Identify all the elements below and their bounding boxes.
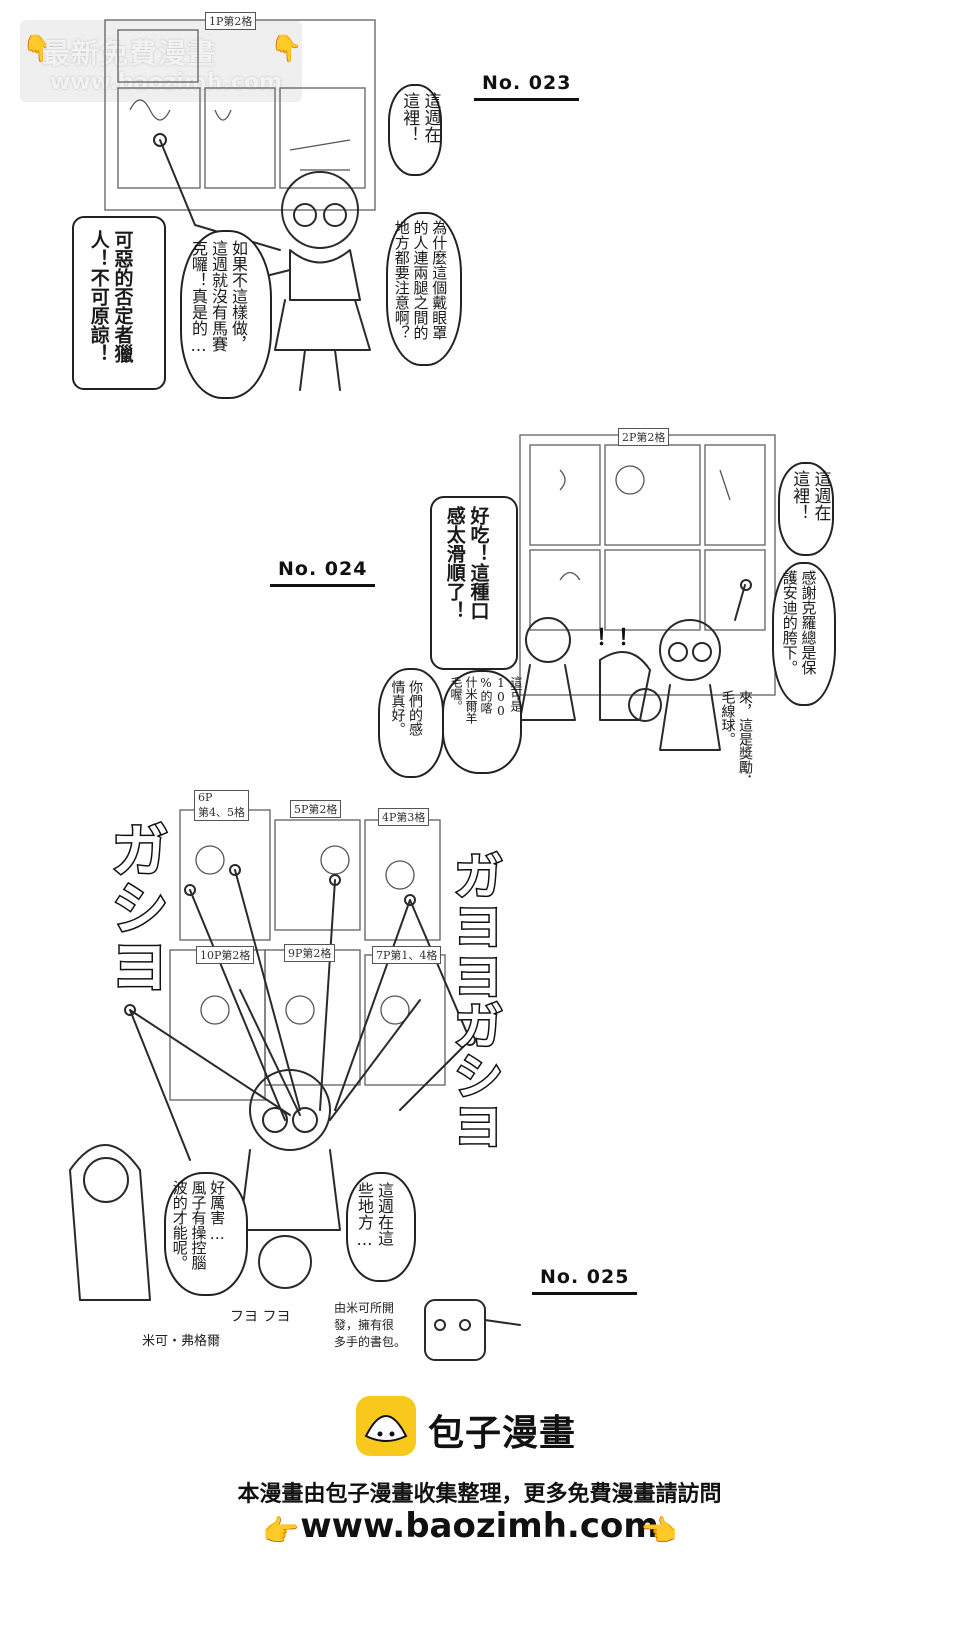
speech-text-ep025-2: 這週在這 些地方…	[355, 1182, 394, 1249]
panel-tag-ep023: 1P第2格	[205, 12, 257, 30]
speech-bubble-ep023-2	[386, 212, 462, 366]
ep025-characters-sketch	[69, 1069, 521, 1361]
ep023-storyboard-sketch	[104, 19, 376, 251]
speech-bubble-ep025-1	[164, 1172, 248, 1296]
ep024-storyboard-sketch	[519, 434, 776, 696]
footer-note: 本漫畫由包子漫畫收集整理，更多免費漫畫請訪問	[237, 1482, 722, 1507]
speech-bubble-ep024-5	[442, 670, 522, 774]
episode-label-023: No. 023	[474, 72, 580, 101]
panel-tag-6p: 6P 第4、5格	[194, 790, 249, 821]
speech-bubble-ep025-2	[346, 1172, 416, 1282]
speech-text-ep023-2: 為什麼這個戴眼罩 的人連兩腿之間的 地方都要注意啊？	[392, 220, 449, 340]
watermark-title: 最新免費漫畫	[42, 37, 217, 70]
ep023-character-sketch	[269, 171, 371, 391]
sound-effect-right: ガヨヨガシヨ	[444, 849, 505, 1152]
bun-face-logo-icon	[356, 1396, 416, 1456]
panel-tag-4p: 4P第3格	[378, 808, 430, 826]
panel-tag-7p: 7P第1、4格	[372, 946, 442, 964]
speech-bubble-ep023-3	[180, 230, 272, 399]
bag-caption: 由米可所開 發，擁有很 多手的書包。	[334, 1301, 407, 1349]
pointing-left-hand-icon: 👈	[640, 1514, 678, 1549]
speech-bubble-ep023-4	[72, 216, 166, 390]
exclamation-mark: ！！	[596, 625, 641, 651]
pointing-down-hand-icon: 👇	[22, 34, 55, 64]
speech-text-ep025-1: 好厲害… 風子有操控腦 波的才能呢。	[170, 1180, 227, 1270]
speech-bubble-ep024-4	[430, 496, 518, 670]
episode-label-024: No. 024	[270, 558, 376, 587]
speech-bubble-ep024-1	[778, 462, 834, 556]
speech-text-ep023-3: 如果不這樣做， 這週就沒有馬賽 克囉！真是的…	[189, 240, 248, 355]
speech-text-ep024-5: 這可是 100 %的喀 什米爾羊 毛喔。	[449, 676, 523, 724]
speech-text-ep023-1: 這週在 這裡！	[399, 92, 441, 143]
speech-bubble-ep023-1	[388, 84, 442, 176]
speech-text-ep024-3: 來，這是獎勵． 毛線球。	[719, 690, 754, 788]
panel-tag-9p: 9P第2格	[284, 944, 336, 962]
panel-tag-ep024: 2P第2格	[618, 428, 670, 446]
panel-tag-10p: 10P第2格	[196, 946, 255, 964]
speech-text-ep024-2: 感謝克羅總是保 護安迪的胯下。	[780, 570, 818, 675]
panel-tag-5p: 5P第2格	[290, 800, 342, 818]
speech-bubble-ep024-2	[772, 562, 836, 706]
sound-effect-small: フヨ フヨ	[230, 1309, 291, 1325]
sound-effect-left: ガシヨ	[99, 819, 170, 996]
footer-url-link[interactable]: www.baozimh.com	[300, 1506, 659, 1546]
character-name-caption: 米可・弗格爾	[142, 1334, 221, 1349]
pointing-down-hand-icon: 👇	[270, 34, 303, 64]
episode-label-025: No. 025	[532, 1266, 638, 1295]
pointing-right-hand-icon: 👉	[262, 1514, 300, 1549]
ep024-characters-sketch	[519, 617, 721, 751]
speech-text-ep024-1: 這週在 這裡！	[789, 470, 831, 521]
speech-bubble-ep024-6	[378, 668, 444, 778]
speech-text-ep023-4: 可惡的否定者獵 人！不可原諒！	[87, 230, 134, 363]
speech-text-ep024-4: 好吃！這種口 感太滑順了！	[443, 506, 490, 620]
speech-text-ep024-6: 你們的感 情真好。	[389, 680, 424, 736]
ep025-arms-sketch	[124, 864, 476, 1161]
footer-brand: 包子漫畫	[428, 1413, 577, 1454]
